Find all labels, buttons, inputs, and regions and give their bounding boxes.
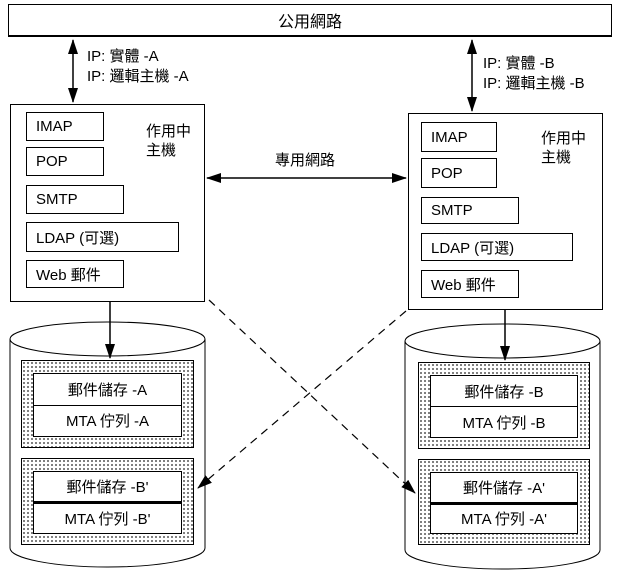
host-b-service-pop: POP	[421, 158, 497, 188]
host-b-role-line1: 作用中	[541, 130, 587, 147]
ip-logical-b-label: IP: 邏輯主機 -B	[483, 75, 585, 92]
host-a-service-smtp: SMTP	[26, 185, 124, 214]
host-a-service-imap: IMAP	[26, 112, 104, 141]
host-b-service-ldap: LDAP (可選)	[421, 233, 573, 261]
host-b-role-line2: 主機	[541, 149, 572, 166]
storage-b-replica-mta-queue-label: MTA 佇列 -A'	[461, 511, 547, 529]
storage-b-primary-box: 郵件儲存 -B MTA 佇列 -B	[430, 375, 578, 438]
storage-b-replica-box: 郵件儲存 -A' MTA 佇列 -A'	[430, 472, 578, 534]
ip-labels-a: IP: 實體 -A IP: 邏輯主機 -A	[87, 47, 189, 87]
storage-a-replica-group: 郵件儲存 -B' MTA 佇列 -B'	[21, 458, 194, 545]
storage-a-primary-group: 郵件儲存 -A MTA 佇列 -A	[21, 360, 194, 448]
host-a-service-pop: POP	[26, 147, 104, 176]
storage-a-mail-store-label: 郵件儲存 -A	[34, 374, 181, 406]
ip-labels-b: IP: 實體 -B IP: 邏輯主機 -B	[483, 54, 585, 94]
host-b-role-label: 作用中 主機	[541, 129, 586, 167]
public-network-box: 公用網路	[8, 4, 612, 37]
storage-b-replica-group: 郵件儲存 -A' MTA 佇列 -A'	[418, 459, 590, 545]
public-network-label: 公用網路	[277, 14, 342, 31]
host-b-service-webmail: Web 郵件	[421, 270, 519, 298]
storage-a-primary-box: 郵件儲存 -A MTA 佇列 -A	[33, 373, 182, 437]
host-a-service-ldap: LDAP (可選)	[26, 222, 179, 252]
storage-a-replica-mta-queue-label: MTA 佇列 -B'	[64, 511, 151, 528]
ip-logical-a-label: IP: 邏輯主機 -A	[87, 68, 189, 85]
host-a-role-line2: 主機	[146, 142, 177, 159]
storage-b-mail-store-label: 郵件儲存 -B	[431, 376, 577, 407]
host-b-service-smtp: SMTP	[421, 197, 519, 224]
host-a-service-webmail: Web 郵件	[26, 260, 124, 288]
host-b-box: IMAP POP SMTP LDAP (可選) Web 郵件 作用中 主機	[408, 113, 603, 310]
storage-b-replica-mail-store-label: 郵件儲存 -A'	[431, 473, 577, 505]
storage-a-replica-mail-store-label: 郵件儲存 -B'	[34, 472, 181, 504]
host-a-role-line1: 作用中	[146, 123, 192, 140]
storage-a-mta-queue-label: MTA 佇列 -A	[65, 413, 150, 431]
host-a-role-label: 作用中 主機	[146, 122, 191, 160]
host-b-service-imap: IMAP	[421, 122, 497, 152]
host-a-replica-dashed-arrow	[208, 299, 416, 494]
ip-physical-a-label: IP: 實體 -A	[87, 48, 159, 65]
storage-b-primary-group: 郵件儲存 -B MTA 佇列 -B	[418, 362, 590, 449]
host-a-box: IMAP POP SMTP LDAP (可選) Web 郵件 作用中 主機	[10, 104, 205, 302]
host-b-replica-dashed-arrow	[197, 310, 407, 489]
private-network-label: 專用網路	[250, 151, 360, 171]
storage-b-mta-queue-label: MTA 佇列 -B	[462, 414, 546, 432]
ip-physical-b-label: IP: 實體 -B	[483, 55, 555, 72]
storage-a-replica-box: 郵件儲存 -B' MTA 佇列 -B'	[33, 471, 182, 534]
